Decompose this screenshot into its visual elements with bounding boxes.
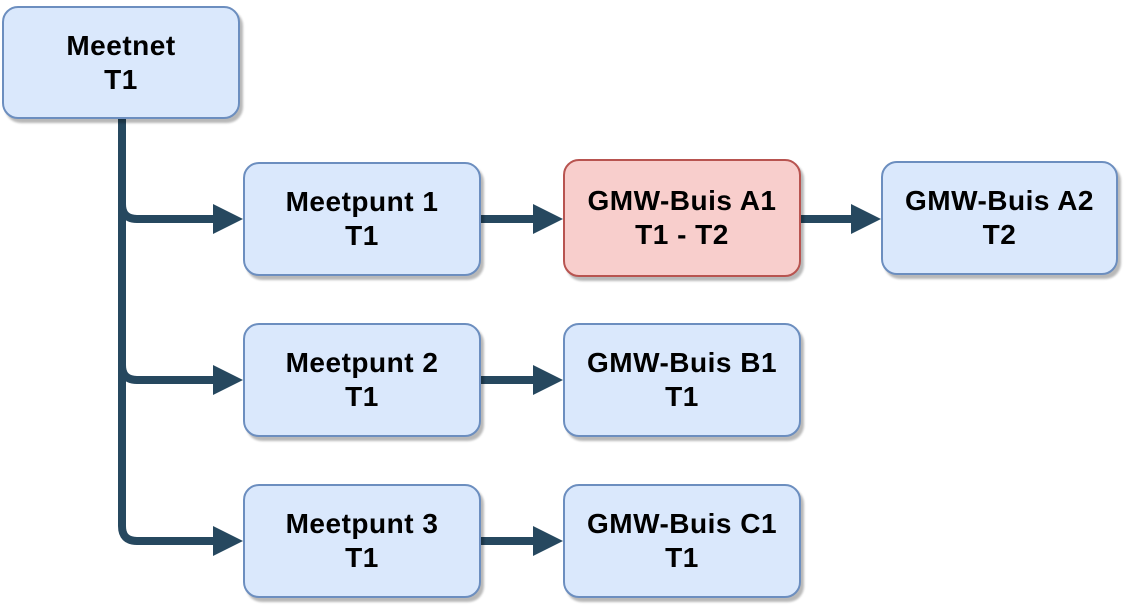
node-subtitle: T1 [345,381,379,412]
node-title: GMW-Buis C1 [586,508,778,539]
edge-meetnet-meetpunt3 [118,119,243,556]
node-subtitle: T1 [665,542,699,573]
node-gmw-buis-a1: GMW-Buis A1 T1 - T2 [563,159,801,277]
node-subtitle: T1 [104,63,138,95]
node-gmw-buis-b1: GMW-Buis B1 T1 [563,323,801,437]
node-subtitle: T1 [345,220,379,251]
node-title: Meetpunt 1 [285,186,439,217]
node-subtitle: T1 [345,542,379,573]
node-subtitle: T2 [982,219,1017,250]
edge-meetnet-meetpunt2 [118,119,243,395]
node-title: GMW-Buis A1 [587,185,777,216]
node-gmw-buis-a2: GMW-Buis A2 T2 [881,161,1118,275]
edge-meetnet-meetpunt1 [118,119,243,234]
node-meetpunt-3: Meetpunt 3 T1 [243,484,481,598]
node-title: Meetnet [66,29,176,61]
node-meetpunt-2: Meetpunt 2 T1 [243,323,481,437]
node-title: Meetpunt 2 [285,347,439,378]
node-subtitle: T1 - T2 [635,219,729,250]
node-title: GMW-Buis A2 [904,185,1094,216]
node-meetnet: Meetnet T1 [2,6,240,119]
node-gmw-buis-c1: GMW-Buis C1 T1 [563,484,801,598]
node-title: Meetpunt 3 [285,508,439,539]
node-subtitle: T1 [665,381,699,412]
node-title: GMW-Buis B1 [586,347,778,378]
node-meetpunt-1: Meetpunt 1 T1 [243,162,481,276]
